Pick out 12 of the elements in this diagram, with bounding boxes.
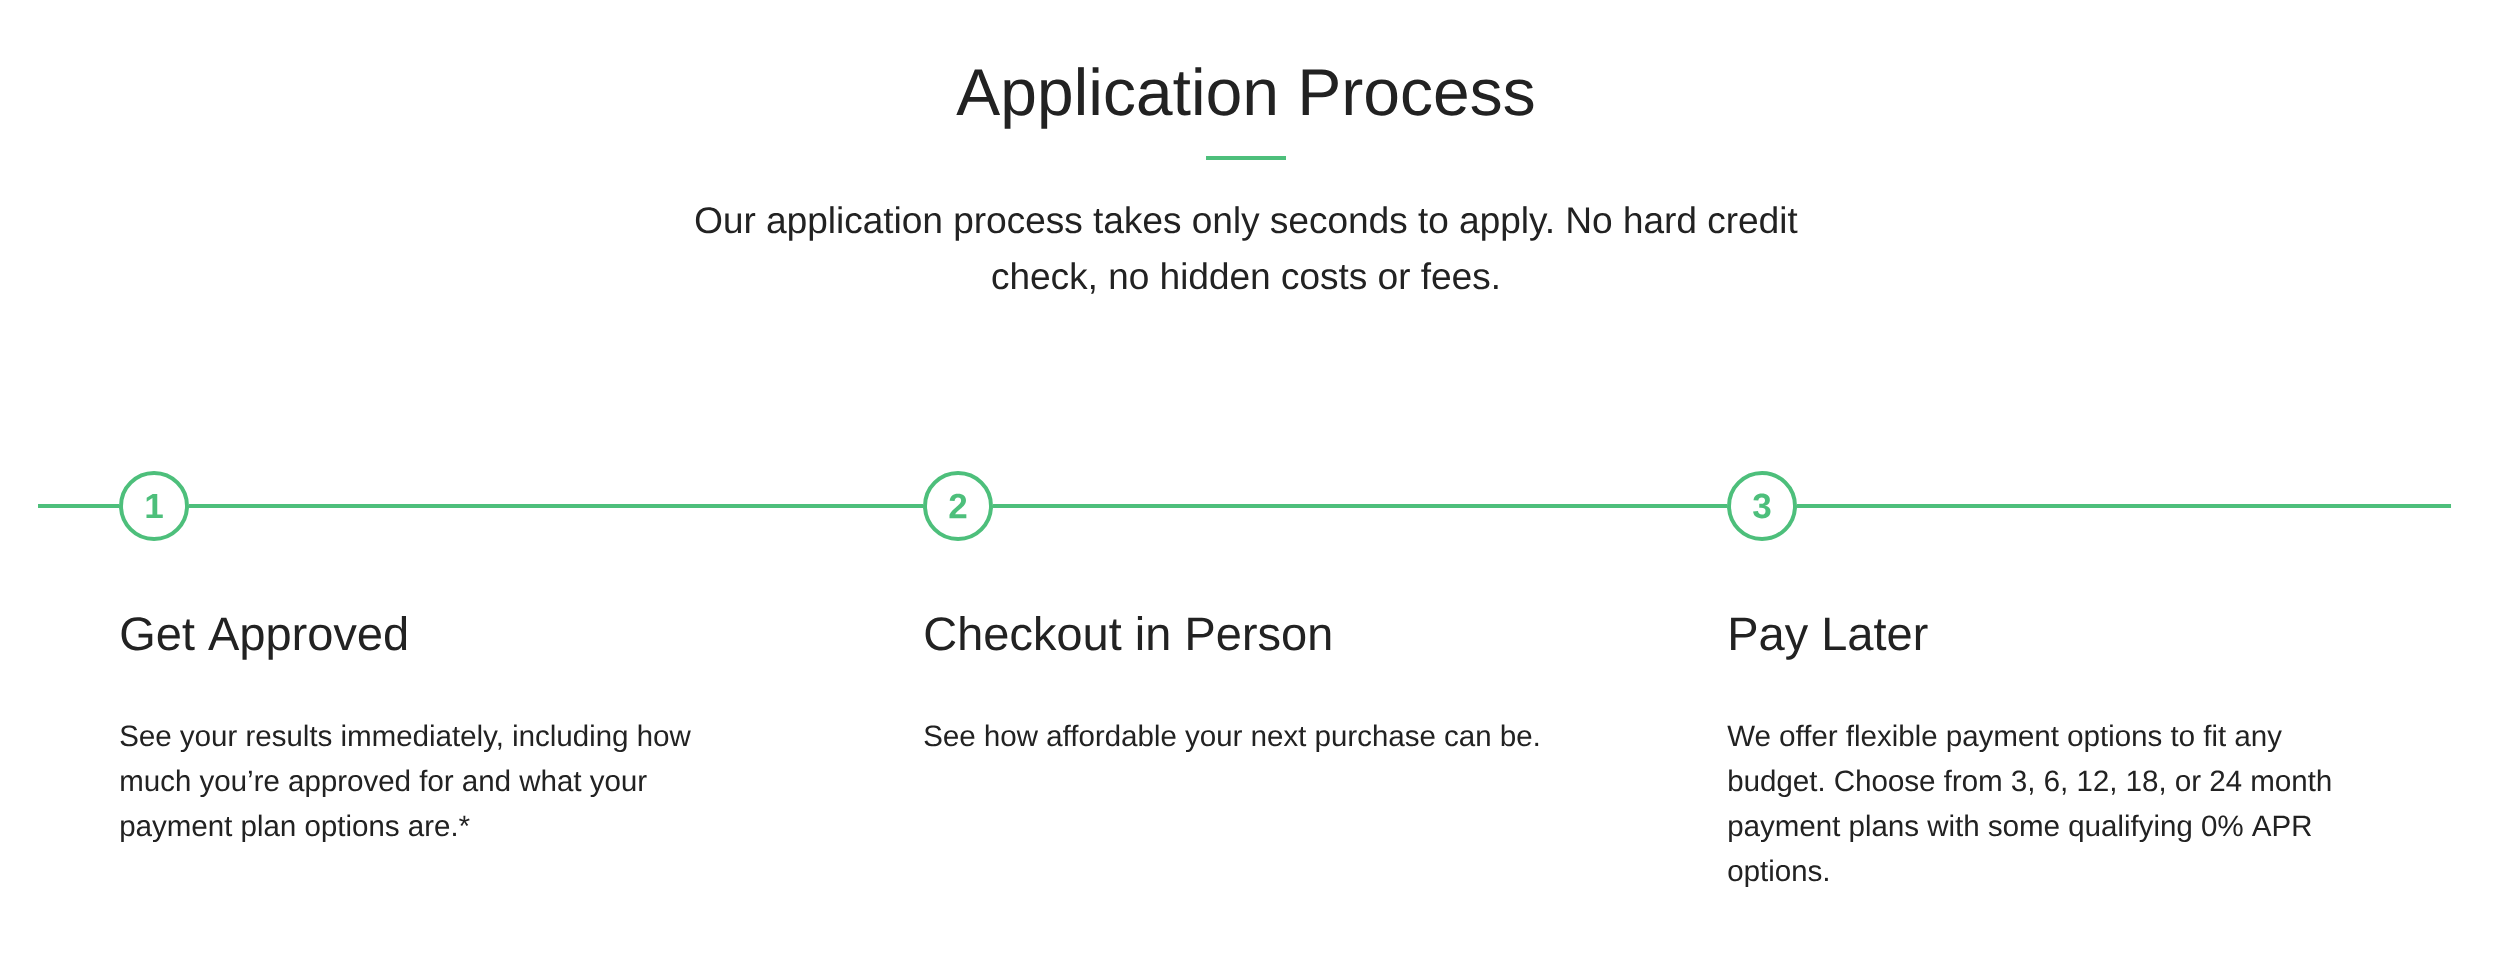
step-description: We offer flexible payment options to fit any budget. Choose from 3, 6, 12, 18, or 24 month payment plans with some qualifying 0% APR options. (1727, 724, 2331, 888)
title: Application Process (956, 67, 1534, 129)
step-heading: Pay Later (1731, 617, 1928, 660)
step-heading: Get Approved (121, 615, 407, 660)
connector-line (1797, 504, 2451, 508)
connector-line (189, 504, 923, 508)
step-description: See how affordable your next purchase can be. (924, 724, 1539, 753)
connector-line (993, 504, 1727, 508)
connector-line (38, 504, 119, 508)
step-heading: Checkout in Person (925, 615, 1331, 651)
step-description: See your results immediately, including how much you’re approved for and what your payment plan options are.* (120, 724, 691, 843)
subtitle: Our application process takes only seconds to apply. No hard credit check, no hidden costs or fees. (695, 206, 1798, 294)
